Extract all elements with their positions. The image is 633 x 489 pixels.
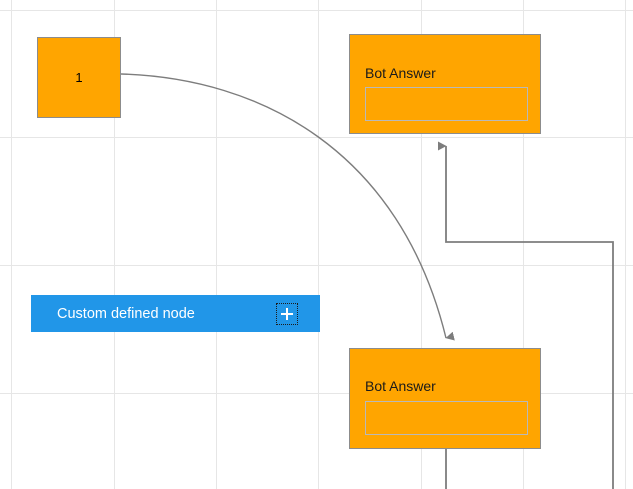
custom-defined-node-button[interactable]: Custom defined node <box>31 295 320 332</box>
numbered-node-1[interactable]: 1 <box>37 37 121 118</box>
bot-answer-node-top[interactable]: Bot Answer <box>349 34 541 134</box>
bot-answer-node-bottom-title: Bot Answer <box>365 378 436 394</box>
bot-answer-node-bottom-slot[interactable] <box>365 401 528 435</box>
bot-answer-node-top-title: Bot Answer <box>365 65 436 81</box>
numbered-node-1-label: 1 <box>75 70 83 85</box>
bot-answer-node-bottom[interactable]: Bot Answer <box>349 348 541 449</box>
plus-icon[interactable] <box>276 302 298 325</box>
bot-answer-node-top-slot[interactable] <box>365 87 528 121</box>
custom-defined-node-label: Custom defined node <box>57 305 195 322</box>
